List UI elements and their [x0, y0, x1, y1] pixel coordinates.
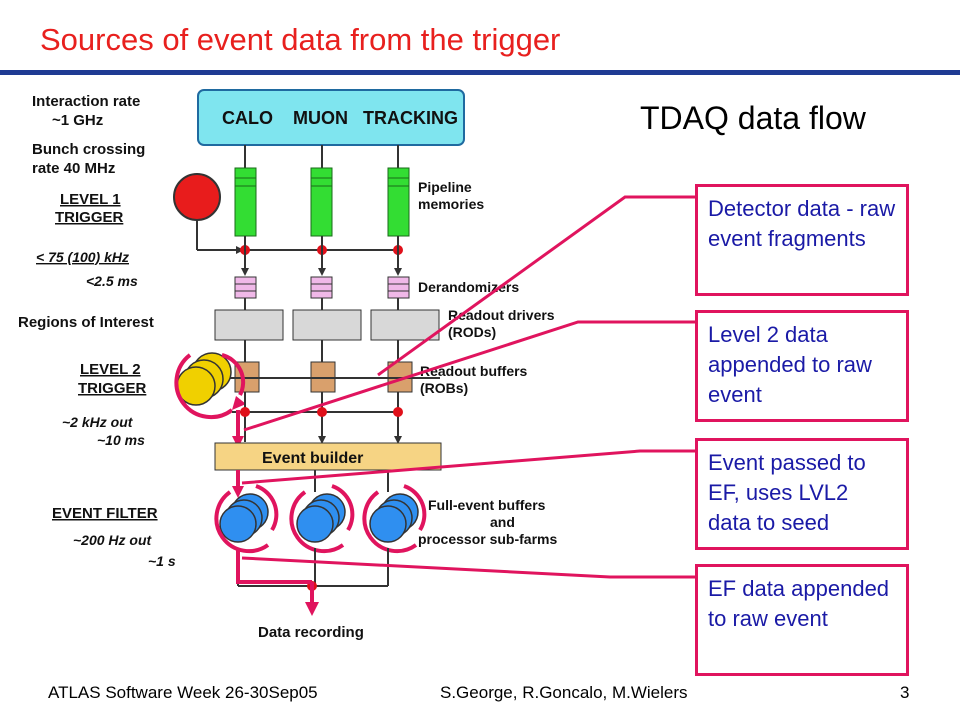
svg-text:memories: memories: [418, 196, 484, 212]
svg-text:TRIGGER: TRIGGER: [55, 209, 124, 226]
detector-box: [197, 89, 465, 146]
svg-text:and: and: [490, 514, 515, 530]
event-builder-label: Event builder: [262, 450, 363, 467]
footer-center: S.George, R.Goncalo, M.Wielers: [440, 683, 688, 702]
svg-text:~200 Hz out: ~200 Hz out: [73, 532, 153, 548]
svg-text:EVENT FILTER: EVENT FILTER: [52, 505, 158, 522]
svg-text:(RODs): (RODs): [448, 324, 496, 340]
derandomizers: [234, 276, 410, 299]
svg-text:Interaction rate: Interaction rate: [32, 93, 140, 110]
svg-text:~10 ms: ~10 ms: [97, 432, 145, 448]
svg-text:Pipeline: Pipeline: [418, 179, 472, 195]
svg-text:(ROBs): (ROBs): [420, 380, 468, 396]
svg-text:LEVEL 2: LEVEL 2: [80, 361, 141, 378]
svg-text:LEVEL 1: LEVEL 1: [60, 191, 121, 208]
slide-title: Sources of event data from the trigger: [40, 22, 561, 57]
detector-labels: CALO MUON TRACKING: [222, 108, 458, 128]
svg-text:< 75 (100) kHz: < 75 (100) kHz: [36, 249, 129, 265]
svg-text:TRIGGER: TRIGGER: [78, 380, 147, 397]
level2-trigger-icon: [176, 352, 232, 406]
callout-leaders: [241, 195, 695, 579]
svg-text:~1 s: ~1 s: [148, 553, 176, 569]
event-filter-farms: [219, 493, 419, 543]
svg-text:Regions of Interest: Regions of Interest: [18, 314, 154, 331]
svg-text:processor sub-farms: processor sub-farms: [418, 531, 557, 547]
left-labels: Interaction rate ~1 GHz Bunch crossing r…: [18, 93, 176, 569]
svg-text:Readout buffers: Readout buffers: [420, 363, 528, 379]
svg-text:Readout drivers: Readout drivers: [448, 307, 555, 323]
svg-text:~1 GHz: ~1 GHz: [52, 112, 103, 129]
callout-event-passed: Event passed to EF, uses LVL2 data to se…: [695, 438, 909, 550]
svg-text:<2.5 ms: <2.5 ms: [86, 273, 138, 289]
callout-level2-data: Level 2 data appended to raw event: [695, 310, 909, 422]
svg-text:rate 40 MHz: rate 40 MHz: [32, 160, 115, 177]
svg-text:Derandomizers: Derandomizers: [418, 279, 519, 295]
right-labels: Pipeline memories Derandomizers Readout …: [418, 179, 557, 547]
svg-text:Full-event buffers: Full-event buffers: [428, 497, 546, 513]
data-recording-label: Data recording: [258, 624, 364, 641]
readout-drivers: [214, 309, 440, 341]
footer-left: ATLAS Software Week 26-30Sep05: [48, 683, 318, 702]
pipeline-memories: [234, 167, 410, 237]
svg-text:Bunch crossing: Bunch crossing: [32, 141, 145, 158]
slide-subtitle: TDAQ data flow: [640, 100, 866, 136]
title-rule: [0, 70, 960, 75]
svg-text:~2 kHz out: ~2 kHz out: [62, 414, 134, 430]
event-builder-box: [214, 442, 442, 471]
page-number: 3: [900, 683, 910, 702]
callout-detector-data: Detector data - raw event fragments: [695, 184, 909, 296]
level2-nodes: [240, 407, 403, 417]
level1-trigger-icon: [173, 173, 221, 221]
callout-ef-data: EF data appended to raw event: [695, 564, 909, 676]
